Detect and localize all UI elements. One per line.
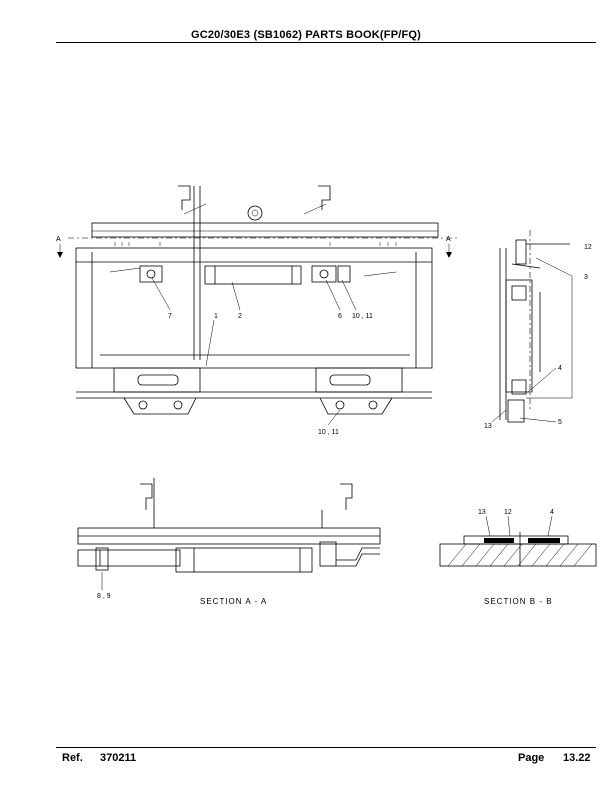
page-value: 13.22 [563,752,591,764]
caption-section-b: SECTION B - B [484,597,553,606]
section-a-view [77,478,381,590]
callout-5: 5 [558,419,562,426]
callout-10-11-bottom: 10 , 11 [318,429,339,436]
page-label: Page [518,752,545,764]
callout-4: 4 [558,365,562,372]
section-b-view [439,515,597,567]
callout-4-section-b: 4 [550,509,554,516]
callout-13: 13 [484,423,492,430]
main-view [68,185,460,426]
section-mark-a-left: A [56,236,61,243]
callout-10-11: 10 , 11 [352,313,373,320]
section-arrow-left: A [56,236,63,258]
callout-12: 12 [584,244,592,251]
callout-1: 1 [214,313,218,320]
callout-12-section-b: 12 [504,509,512,516]
callout-8-9: 8 , 9 [97,593,111,600]
footer-rule [56,747,596,748]
side-view [491,230,573,423]
callout-13-section-b: 13 [478,509,486,516]
callout-3: 3 [584,274,588,281]
header-rule [56,42,596,43]
page-title: GC20/30E3 (SB1062) PARTS BOOK(FP/FQ) [190,29,422,41]
callout-7: 7 [168,313,172,320]
section-arrow-right: A [446,236,452,258]
section-mark-a-right: A [446,236,451,243]
callout-2: 2 [238,313,242,320]
caption-section-a: SECTION A - A [200,597,267,606]
ref-value: 370211 [100,752,137,764]
callout-6: 6 [338,313,342,320]
ref-label: Ref. [62,752,83,764]
